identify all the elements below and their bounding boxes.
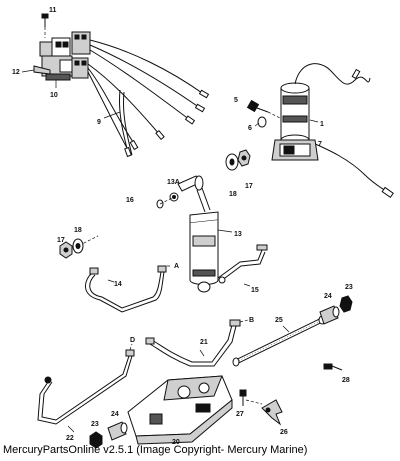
part-24-fitting-lower (107, 421, 128, 441)
callout-1: 1 (320, 121, 324, 128)
part-17-nut-lower (59, 241, 73, 259)
callout-21: 21 (200, 339, 208, 346)
callout-26: 26 (280, 429, 288, 436)
connection-letter-d: D (130, 337, 135, 344)
part-24-fitting-right (319, 305, 340, 325)
part-26-bracket (245, 399, 283, 426)
part-12-clip (21, 65, 51, 75)
part-18-washer-lower (72, 238, 84, 254)
callout-15: 15 (251, 287, 259, 294)
part-6-washer (254, 116, 267, 128)
part-20-manifold (127, 375, 233, 445)
part-10-relay-switch (39, 37, 75, 88)
image-caption: MercuryPartsOnline v2.5.1 (Image Copyrig… (3, 444, 308, 456)
callout-27: 27 (236, 411, 244, 418)
callout-17-lower: 17 (57, 237, 65, 244)
part-9-wire-harness (71, 31, 210, 158)
part-16-pivot-pin (69, 197, 173, 251)
part-1-pump-motor (271, 63, 394, 199)
part-22-hose (37, 343, 135, 433)
part-17-nut-upper (237, 149, 251, 167)
callout-22: 22 (66, 435, 74, 442)
part-23-nut-lower (89, 431, 103, 449)
callout-13: 13 (234, 231, 242, 238)
callout-10: 10 (50, 92, 58, 99)
part-21-hose (145, 319, 249, 367)
callout-17-upper: 17 (245, 183, 253, 190)
callout-18-upper: 18 (229, 191, 237, 198)
callout-24-lower: 24 (111, 411, 119, 418)
part-18-washer-upper (225, 153, 239, 171)
callout-9: 9 (97, 119, 101, 126)
part-13a-pin (169, 192, 179, 202)
part-27-screw (239, 389, 247, 406)
callout-13a: 13A (167, 179, 180, 186)
callout-28: 28 (342, 377, 350, 384)
callout-20: 20 (172, 439, 180, 446)
callout-7: 7 (318, 141, 322, 148)
part-28-screw (323, 363, 343, 371)
callout-5: 5 (234, 97, 238, 104)
callout-11: 11 (49, 7, 57, 14)
part-5-screw (246, 99, 281, 119)
callout-24-right: 24 (324, 293, 332, 300)
part-11-screw (41, 13, 49, 38)
connection-letter-b: B (249, 317, 254, 324)
callout-6: 6 (248, 125, 252, 132)
part-15-hose (217, 244, 268, 287)
part-23-nut-right (339, 295, 353, 313)
callout-12: 12 (12, 69, 20, 76)
callout-18-lower: 18 (74, 227, 82, 234)
callout-16: 16 (126, 197, 134, 204)
connection-letter-a: A (174, 263, 179, 270)
callout-23-right: 23 (345, 284, 353, 291)
part-13-trim-cylinder (177, 175, 233, 293)
callout-23-lower: 23 (91, 421, 99, 428)
part-14-hydraulic-hose (85, 265, 172, 313)
callout-14: 14 (114, 281, 122, 288)
callout-25: 25 (275, 317, 283, 324)
